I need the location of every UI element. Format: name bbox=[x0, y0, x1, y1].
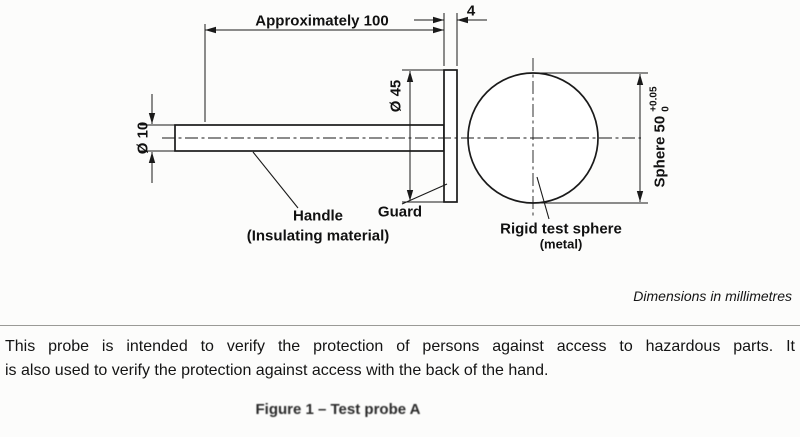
leader-line-handle bbox=[252, 151, 299, 209]
extension-lines bbox=[140, 13, 648, 204]
tolerance-lower: 0 bbox=[660, 106, 671, 112]
dimensions-note: Dimensions in millimetres bbox=[633, 288, 792, 304]
leader-line-guard bbox=[401, 183, 448, 205]
description-line-2: is also used to verify the protection ag… bbox=[5, 362, 549, 379]
guard-outline bbox=[443, 69, 458, 203]
handle-label-subtitle: (Insulating material) bbox=[246, 227, 390, 244]
guard-label: Guard bbox=[377, 203, 423, 221]
dim-label-sphere-diameter: Sphere 50 +0.05 0 bbox=[649, 86, 672, 187]
tolerance-upper: +0.05 bbox=[648, 86, 660, 112]
dim-label-handle-length: Approximately 100 bbox=[255, 12, 389, 30]
sphere-label: Rigid test sphere bbox=[500, 220, 622, 238]
leader-line-sphere bbox=[536, 176, 550, 220]
handle-label-title: Handle bbox=[292, 207, 343, 225]
dim-label-guard-diameter: Ø 45 bbox=[387, 79, 405, 113]
sphere-diameter-tolerance: +0.05 0 bbox=[649, 86, 672, 111]
figure-diagram: Approximately 100 4 Ø 45 Ø 10 Sphere 50 … bbox=[134, 2, 672, 252]
sphere-label-subtitle: (metal) bbox=[539, 236, 583, 252]
separator-line bbox=[0, 325, 800, 326]
description-line-1: This probe is intended to verify the pro… bbox=[5, 338, 795, 355]
technical-drawing bbox=[140, 13, 648, 220]
dim-label-handle-diameter: Ø 10 bbox=[134, 121, 152, 155]
description-paragraph: This probe is intended to verify the pro… bbox=[5, 335, 795, 383]
figure-caption: Figure 1 – Test probe A bbox=[255, 401, 421, 418]
handle-label: Handle (Insulating material) bbox=[247, 207, 390, 246]
dim-label-guard-thickness: 4 bbox=[466, 2, 476, 20]
sphere-diameter-value: Sphere 50 bbox=[651, 115, 669, 188]
